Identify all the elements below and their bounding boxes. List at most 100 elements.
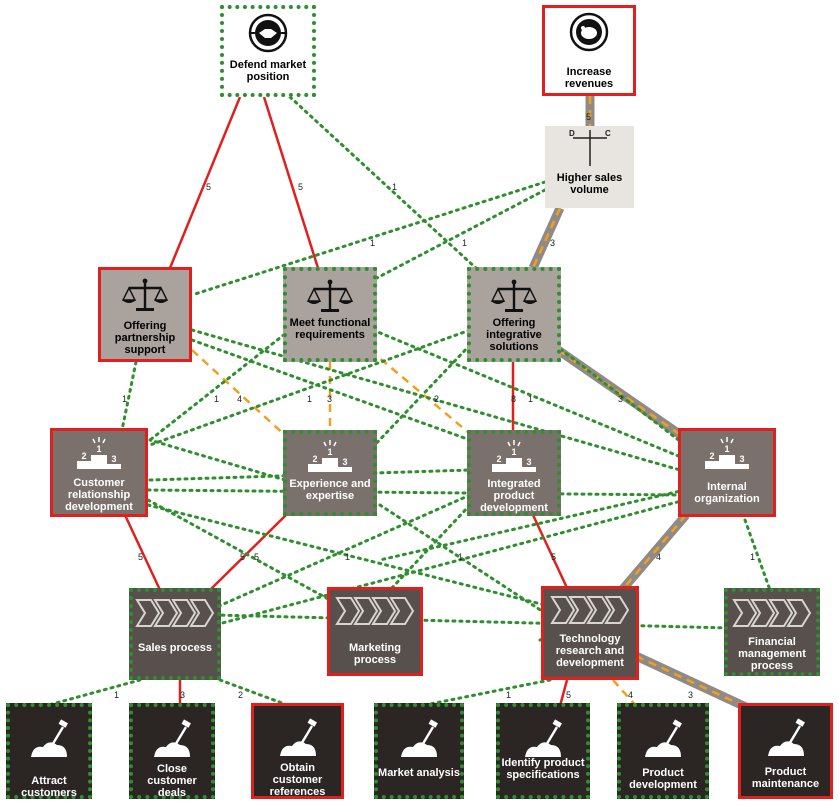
node-label: Product development xyxy=(629,767,697,791)
edge-weight: 1 xyxy=(462,238,467,248)
node-sales-process[interactable]: Sales process xyxy=(129,588,221,680)
edge-weight: 4 xyxy=(628,690,633,700)
shovel-icon xyxy=(643,719,683,759)
node-label: Internal organization xyxy=(694,481,760,505)
edge-weight: 1 xyxy=(345,552,350,562)
node-label: Sales process xyxy=(138,642,212,654)
node-internal-organization[interactable]: Internal organization xyxy=(678,428,776,517)
node-offering-integrative-solutions[interactable]: Offering integrative solutions xyxy=(467,267,561,362)
node-increase-revenues[interactable]: Increase revenues xyxy=(542,5,636,96)
node-label: Offering partnership support xyxy=(114,320,176,356)
node-label: Marketing process xyxy=(349,642,401,666)
node-customer-relationship-development[interactable]: Customer relationship development xyxy=(50,428,148,517)
handshake-target-icon xyxy=(248,13,288,53)
node-label: Product maintenance xyxy=(751,766,820,790)
node-label: Close customer deals xyxy=(147,763,197,799)
edge-weight: 5 xyxy=(206,182,211,192)
node-marketing-process[interactable]: Marketing process xyxy=(327,587,423,676)
node-label: Offering integrative solutions xyxy=(486,317,542,353)
edge-weight: 1 xyxy=(750,552,755,562)
node-integrated-product-development[interactable]: Integrated product development xyxy=(467,430,561,516)
edge-weight: 5 xyxy=(254,552,259,562)
edge-weight: 1 xyxy=(114,690,119,700)
shovel-icon xyxy=(29,719,69,759)
d-c-balance-icon: D C xyxy=(569,129,611,166)
node-label: Technology research and development xyxy=(555,633,625,669)
podium-icon xyxy=(491,439,537,473)
edges: 5 5 1 5 3 1 1 1 4 1 3 1 2 3 8 1 5 5 5 1 … xyxy=(43,95,772,713)
node-offering-partnership-support[interactable]: Offering partnership support xyxy=(98,267,192,362)
edge-weight: 3 xyxy=(550,238,555,248)
edge-weight: 1 xyxy=(506,690,511,700)
node-experience-and-expertise[interactable]: Experience and expertise xyxy=(283,430,377,516)
node-meet-functional-requirements[interactable]: Meet functional requirements xyxy=(283,267,377,362)
podium-icon xyxy=(307,439,353,473)
edge-weight: 5 xyxy=(298,182,303,192)
shovel-icon xyxy=(523,719,563,759)
node-label: Identify product specifications xyxy=(501,757,585,781)
shovel-icon xyxy=(278,718,318,758)
orange-edges xyxy=(191,349,637,707)
node-product-development[interactable]: Product development xyxy=(617,703,709,799)
chevron-process-icon xyxy=(136,599,214,627)
shovel-icon xyxy=(399,719,439,759)
node-label: Integrated product development xyxy=(480,478,548,514)
node-label: Attract customers xyxy=(21,775,77,799)
node-identify-product-specifications[interactable]: Identify product specifications xyxy=(496,703,590,799)
node-product-maintenance[interactable]: Product maintenance xyxy=(738,703,833,799)
edge-weight: 2 xyxy=(238,690,243,700)
node-label: Meet functional requirements xyxy=(289,317,371,341)
node-financial-management-process[interactable]: Financial management process xyxy=(724,588,820,676)
node-label: Customer relationship development xyxy=(65,477,133,513)
shovel-icon xyxy=(152,719,192,759)
podium-icon xyxy=(76,436,122,470)
edge-weight: 1 xyxy=(392,182,397,192)
edge-weight: 5 xyxy=(138,552,143,562)
edge-weight: 1 xyxy=(122,394,127,404)
edge-weight: 4 xyxy=(237,394,242,404)
edge-weight: 8 xyxy=(511,394,516,404)
edge-weight: 1 xyxy=(528,394,533,404)
edge-weight: 3 xyxy=(688,690,693,700)
edge-weight: 1 xyxy=(370,238,375,248)
node-technology-research-and-development[interactable]: Technology research and development xyxy=(541,586,639,680)
edge-weight: 1 xyxy=(458,552,463,562)
node-obtain-customer-references[interactable]: Obtain customer references xyxy=(251,703,344,799)
chevron-process-icon xyxy=(733,599,811,627)
node-label: Higher sales volume xyxy=(556,172,623,196)
node-market-analysis[interactable]: Market analysis xyxy=(374,703,464,799)
road-edge xyxy=(634,651,750,713)
edge-weight: 5 xyxy=(566,690,571,700)
credit-label: C xyxy=(605,129,611,138)
edge-weight: 5 xyxy=(586,112,591,122)
node-label: Experience and expertise xyxy=(289,478,371,502)
node-defend-market-position[interactable]: Defend market position xyxy=(220,5,316,97)
shovel-icon xyxy=(766,718,806,758)
node-close-customer-deals[interactable]: Close customer deals xyxy=(129,703,215,799)
edge-weight: 5 xyxy=(240,552,245,562)
edge-weight: 3 xyxy=(327,394,332,404)
node-label: Defend market position xyxy=(229,59,307,83)
edge-weight: 2 xyxy=(434,394,439,404)
edge-labels: 5 5 1 5 3 1 1 1 4 1 3 1 2 3 8 1 5 5 5 1 … xyxy=(114,112,755,700)
node-label: Market analysis xyxy=(378,767,460,779)
green-edges xyxy=(43,95,772,708)
edge-weight: 5 xyxy=(551,552,556,562)
chevron-process-icon xyxy=(336,597,414,625)
edge-weight: 1 xyxy=(214,394,219,404)
chevron-process-icon xyxy=(551,596,629,624)
piggybank-target-icon xyxy=(569,12,609,52)
node-label: Obtain customer references xyxy=(269,762,326,798)
node-attract-customers[interactable]: Attract customers xyxy=(6,703,92,799)
node-label: Financial management process xyxy=(738,636,806,672)
node-label: Increase revenues xyxy=(564,66,614,90)
edge-weight: 3 xyxy=(180,690,185,700)
scales-icon xyxy=(489,279,539,314)
scales-icon xyxy=(120,278,170,313)
node-higher-sales-volume[interactable]: D C Higher sales volume xyxy=(545,126,634,208)
road-edge xyxy=(528,206,565,270)
edge-weight: 1 xyxy=(307,394,312,404)
edge-weight: 4 xyxy=(656,552,661,562)
debit-label: D xyxy=(569,129,575,138)
